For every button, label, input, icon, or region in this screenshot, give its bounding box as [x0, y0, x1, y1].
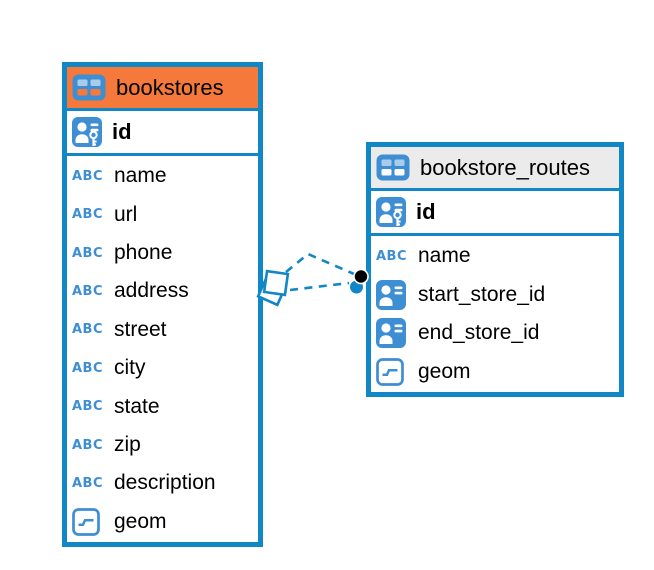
column-name: state — [114, 394, 160, 418]
abc-icon: ABC — [72, 437, 104, 453]
column-name: zip — [114, 433, 141, 457]
column-name: end_store_id — [418, 321, 540, 345]
column-row[interactable]: geom — [67, 503, 258, 541]
column-row[interactable]: ABC street — [67, 311, 258, 349]
column-name: geom — [114, 509, 167, 533]
table-bookstore-routes[interactable]: bookstore_routes id ABC name start_store_… — [366, 142, 624, 397]
table-header[interactable]: bookstores — [67, 67, 258, 111]
column-name: street — [114, 317, 167, 341]
abc-icon: ABC — [376, 248, 408, 264]
column-name: url — [114, 202, 138, 226]
column-name: geom — [418, 359, 471, 383]
column-row[interactable]: ABC zip — [67, 426, 258, 464]
column-name: name — [114, 164, 167, 188]
abc-icon: ABC — [72, 245, 104, 261]
abc-icon: ABC — [72, 168, 104, 184]
primary-key-row[interactable]: id — [67, 111, 258, 156]
column-row[interactable]: ABC state — [67, 387, 258, 425]
table-columns: ABC name start_store_id end_store_id geom — [371, 236, 619, 392]
column-name: description — [114, 471, 216, 495]
table-icon — [376, 154, 410, 181]
abc-icon: ABC — [72, 322, 104, 338]
table-header[interactable]: bookstore_routes — [371, 147, 619, 191]
table-title: bookstore_routes — [420, 154, 590, 180]
relationship-line[interactable] — [285, 252, 355, 276]
abc-icon: ABC — [72, 399, 104, 415]
column-row[interactable]: ABC phone — [67, 234, 258, 272]
column-name: address — [114, 279, 189, 303]
abc-icon: ABC — [72, 207, 104, 223]
column-row[interactable]: ABC address — [67, 272, 258, 310]
column-row[interactable]: ABC name — [67, 157, 258, 195]
abc-icon: ABC — [72, 360, 104, 376]
column-name: id — [112, 119, 132, 144]
user-key-icon — [376, 197, 408, 227]
column-name: city — [114, 356, 146, 380]
table-title: bookstores — [116, 74, 224, 100]
user-key-icon — [72, 117, 104, 147]
column-row[interactable]: ABC url — [67, 195, 258, 233]
abc-icon: ABC — [72, 283, 104, 299]
column-name: start_store_id — [418, 282, 546, 306]
geometry-icon — [72, 508, 104, 536]
column-row[interactable]: start_store_id — [371, 276, 619, 315]
user-icon — [376, 318, 408, 349]
column-row[interactable]: geom — [371, 353, 619, 392]
user-icon — [376, 279, 408, 310]
relationship-line[interactable] — [289, 281, 350, 292]
column-row[interactable]: ABC name — [371, 237, 619, 276]
column-row[interactable]: ABC description — [67, 464, 258, 502]
column-name: name — [418, 244, 471, 268]
column-name: phone — [114, 241, 173, 265]
table-icon — [72, 74, 106, 101]
primary-key-row[interactable]: id — [371, 191, 619, 236]
column-row[interactable]: ABC city — [67, 349, 258, 387]
column-name: id — [416, 199, 436, 224]
abc-icon: ABC — [72, 475, 104, 491]
column-row[interactable]: end_store_id — [371, 314, 619, 353]
geometry-icon — [376, 357, 408, 386]
